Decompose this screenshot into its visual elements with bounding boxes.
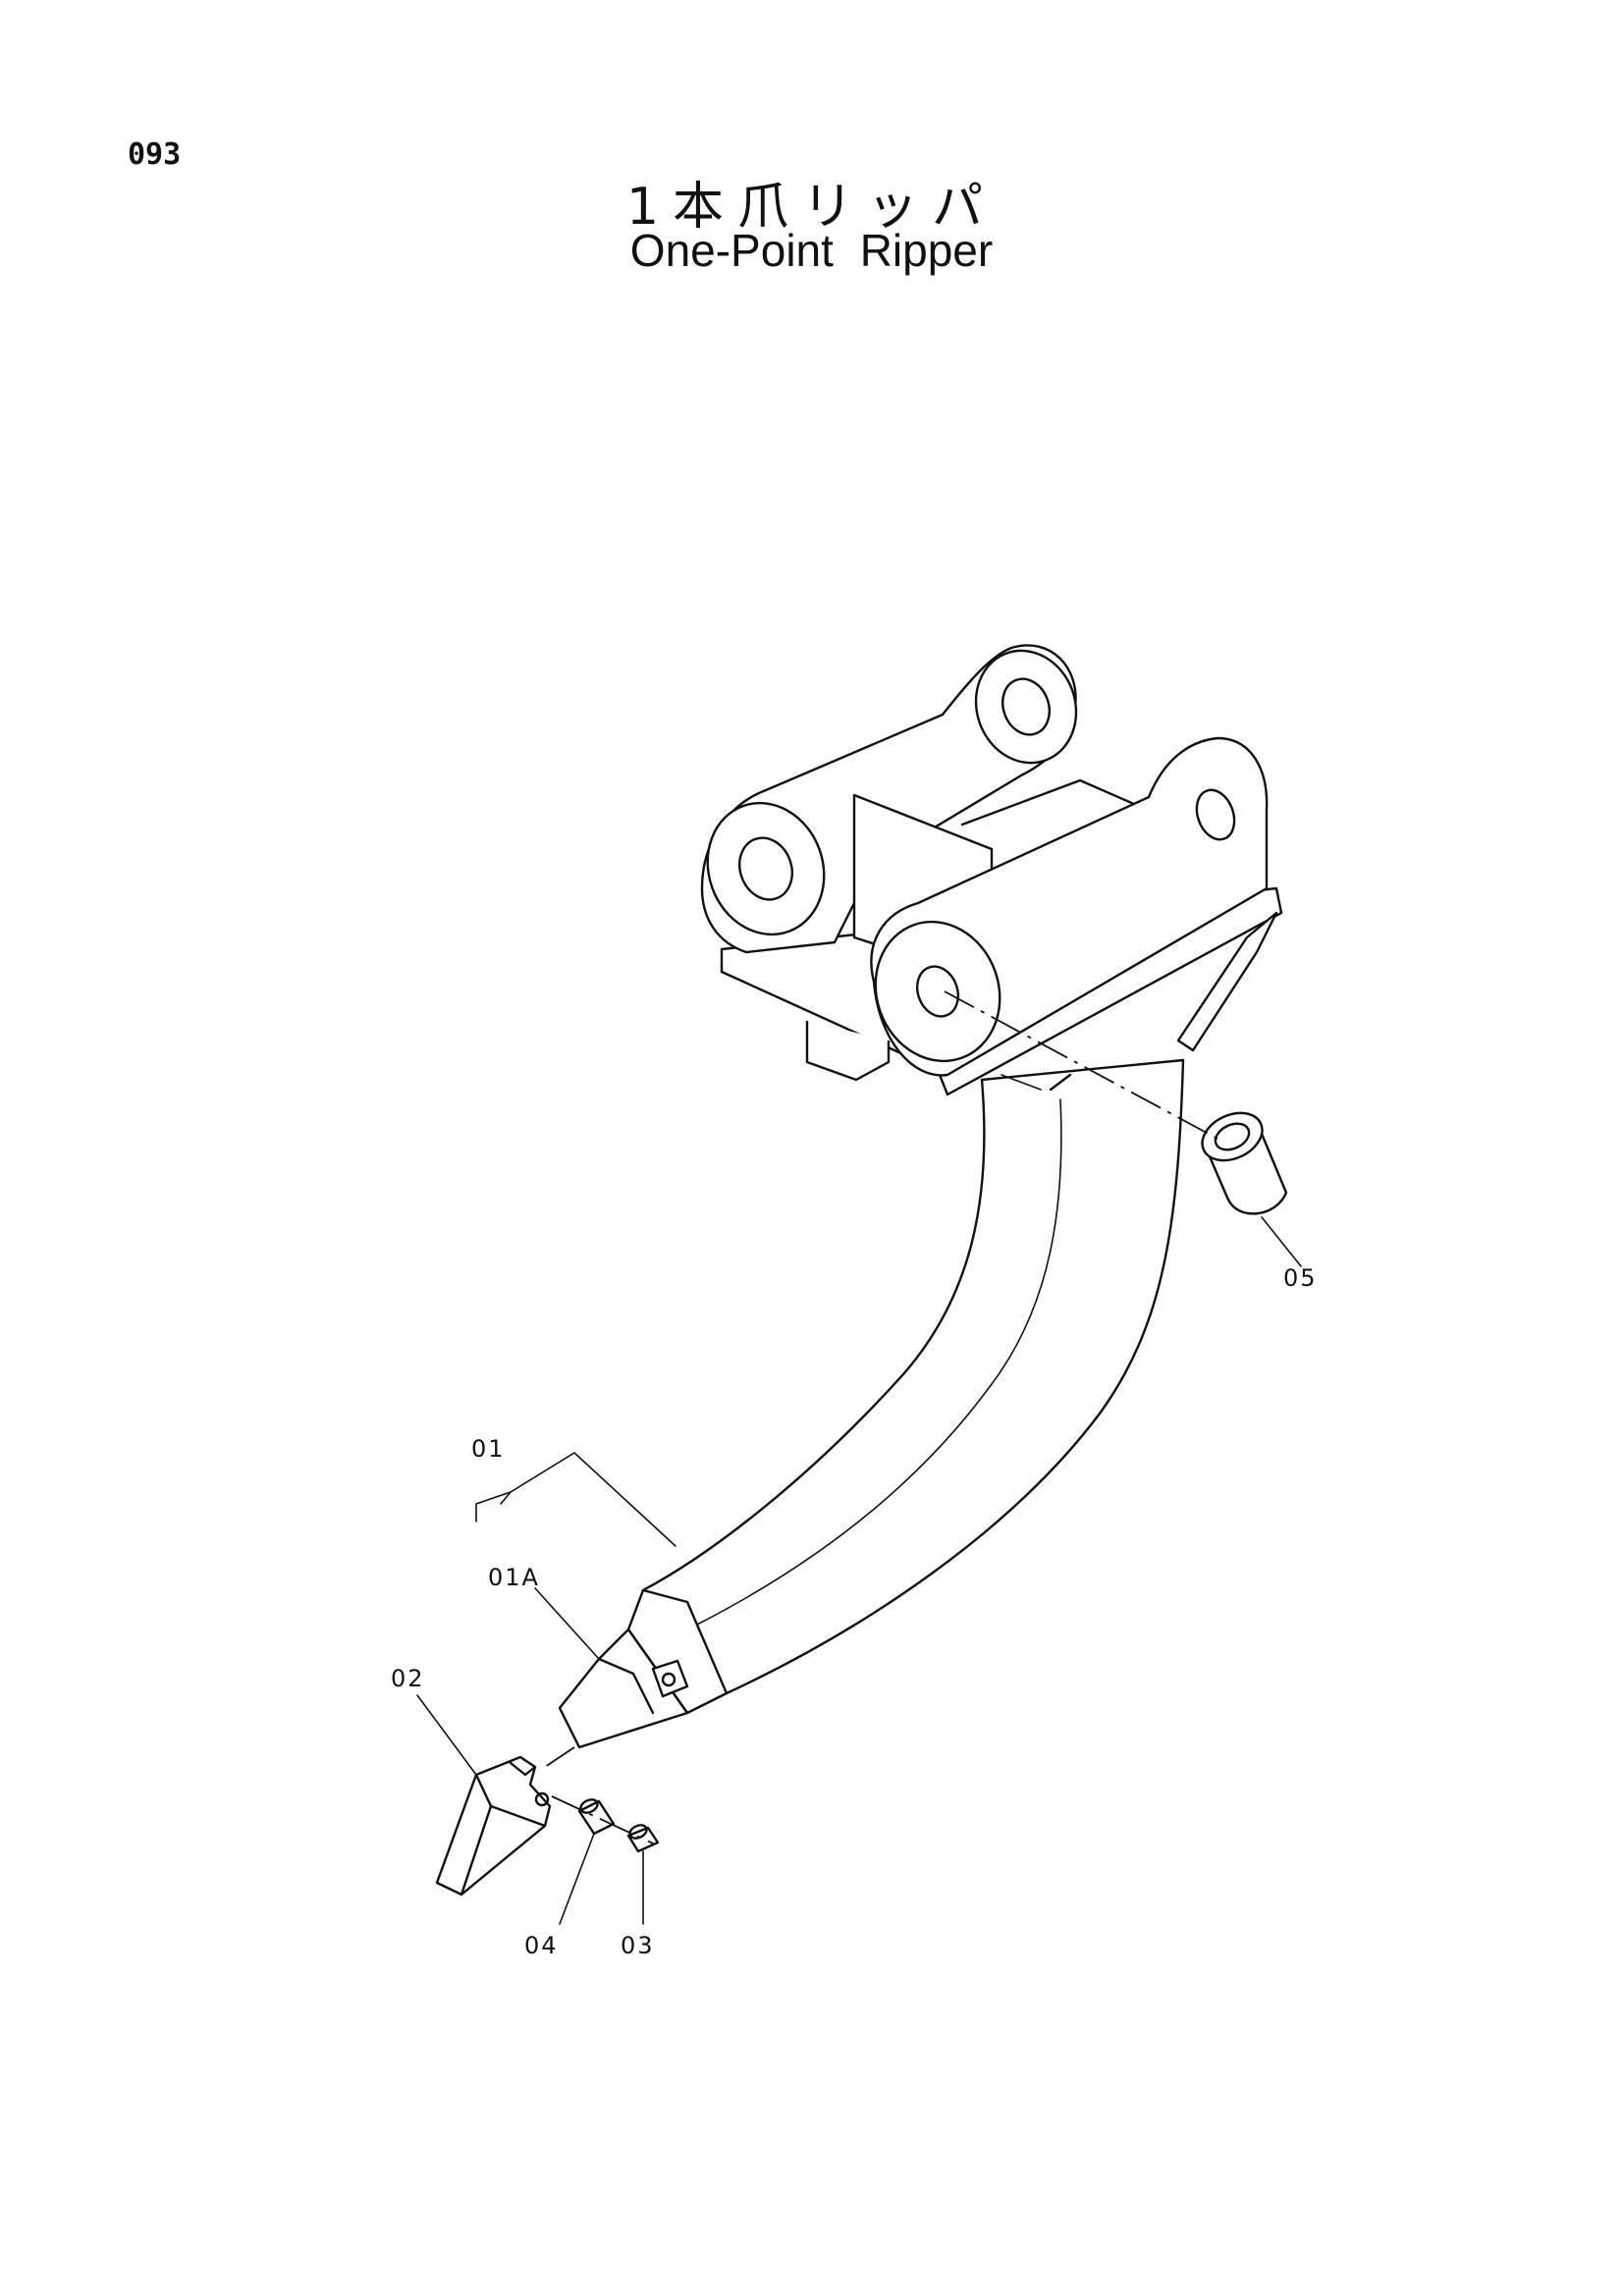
callout-01A: 01A: [488, 1564, 540, 1591]
leader-05: [1261, 1216, 1302, 1267]
callout-01: 01: [471, 1435, 506, 1463]
leader-04: [559, 1833, 595, 1925]
ripper-shank: [641, 1058, 1185, 1695]
ripper-point-01A: [558, 1588, 729, 1749]
leader-01A: [534, 1587, 600, 1660]
bushing-05: [1201, 1111, 1288, 1215]
callout-03: 03: [621, 1932, 655, 1959]
leader-01: [475, 1452, 676, 1547]
ripper-bracket: [700, 644, 1283, 1096]
page-title-english: One-Point Ripper: [629, 225, 994, 276]
ripper-tooth-02: [435, 1755, 552, 1896]
callout-05: 05: [1283, 1264, 1318, 1292]
pin-04: [577, 1798, 616, 1836]
leader-02: [416, 1694, 477, 1776]
callout-04: 04: [524, 1932, 559, 1959]
page-number: 093: [128, 137, 182, 172]
page-title-japanese: 1本爪リッパ: [625, 178, 998, 237]
centerline-pin: [551, 1795, 654, 1844]
callout-02: 02: [391, 1665, 425, 1692]
centerline-tooth: [544, 1746, 575, 1768]
lock-03: [626, 1824, 660, 1853]
